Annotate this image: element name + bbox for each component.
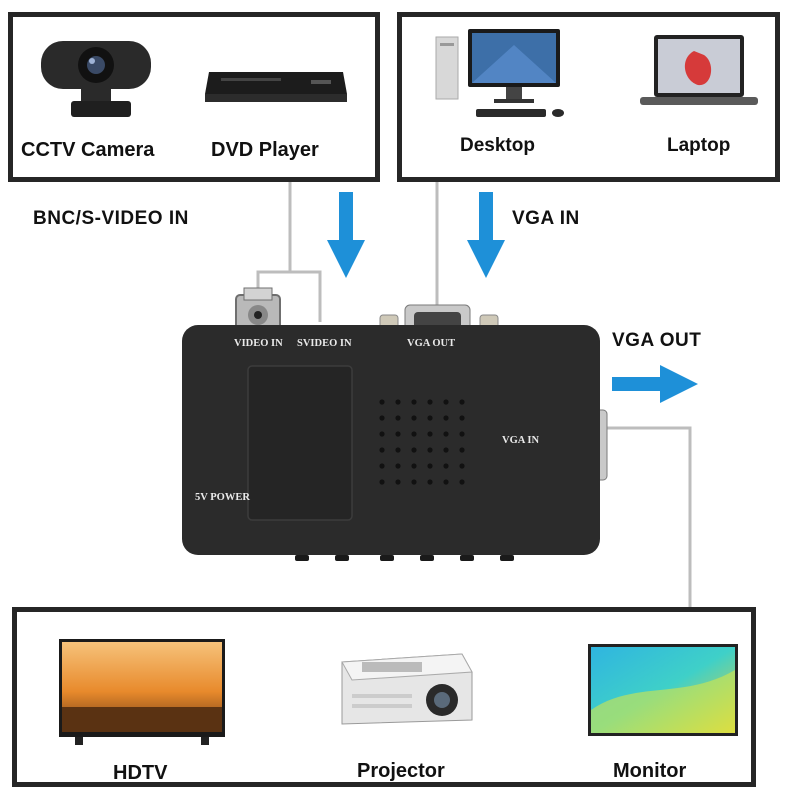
video-in-label: VIDEO IN [234, 338, 283, 349]
vent-hole [443, 463, 449, 469]
source-label-dvd: DVD Player [211, 139, 319, 161]
vent-hole [459, 447, 465, 453]
laptop-icon [640, 35, 758, 105]
vent-hole [411, 415, 417, 421]
vent-hole [443, 479, 449, 485]
vent-hole [411, 463, 417, 469]
output-box: HDTV Projector Monitor [12, 607, 756, 787]
vent-hole [443, 431, 449, 437]
vent-hole [379, 431, 385, 437]
vent-hole [395, 399, 401, 405]
vent-hole [395, 447, 401, 453]
output-label-monitor: Monitor [613, 760, 687, 782]
power-label: 5V POWER [195, 492, 250, 503]
signal-wires [256, 180, 692, 612]
vent-hole [379, 415, 385, 421]
vent-holes [379, 399, 465, 485]
vent-hole [459, 431, 465, 437]
dvd-player-icon [205, 72, 347, 102]
arrows [327, 192, 698, 403]
output-label-projector: Projector [357, 760, 445, 782]
source-label-cctv: CCTV Camera [21, 139, 155, 161]
vent-hole [411, 431, 417, 437]
arrow-down-bnc [327, 192, 365, 278]
vent-hole [427, 447, 433, 453]
converter-box [182, 325, 600, 561]
desktop-computer-icon [435, 29, 564, 117]
arrow-right-vga-out [612, 365, 698, 403]
vga-out-port-label: VGA OUT [407, 338, 456, 349]
vent-hole [427, 415, 433, 421]
vent-hole [411, 479, 417, 485]
vent-hole [443, 415, 449, 421]
bnc-svideo-in-label: BNC/S-VIDEO IN [33, 208, 189, 229]
vent-hole [379, 447, 385, 453]
vent-hole [427, 431, 433, 437]
vga-in-port-label: VGA IN [502, 435, 540, 446]
vent-hole [427, 399, 433, 405]
hdtv-icon [59, 639, 225, 745]
vent-hole [411, 399, 417, 405]
vent-hole [443, 447, 449, 453]
vent-hole [459, 415, 465, 421]
vent-hole [443, 399, 449, 405]
vent-hole [459, 399, 465, 405]
vent-hole [379, 463, 385, 469]
source-box-analog: CCTV Camera DVD Player [8, 12, 380, 182]
vga-in-label: VGA IN [512, 208, 580, 229]
vent-hole [395, 431, 401, 437]
source-box-vga: Desktop Laptop [397, 12, 780, 182]
vent-hole [395, 463, 401, 469]
monitor-icon [588, 644, 738, 736]
output-label-hdtv: HDTV [113, 762, 168, 784]
vent-hole [379, 479, 385, 485]
vent-hole [395, 415, 401, 421]
webcam-icon [41, 41, 151, 117]
arrow-down-vga [467, 192, 505, 278]
vga-out-label: VGA OUT [612, 330, 702, 351]
vent-hole [395, 479, 401, 485]
vent-hole [459, 479, 465, 485]
svideo-in-label: SVIDEO IN [297, 338, 352, 349]
vent-hole [427, 463, 433, 469]
vent-hole [427, 479, 433, 485]
projector-icon [341, 653, 473, 725]
source-label-laptop: Laptop [667, 135, 731, 156]
source-label-desktop: Desktop [460, 135, 535, 156]
vent-hole [379, 399, 385, 405]
vent-hole [459, 463, 465, 469]
vent-hole [411, 447, 417, 453]
